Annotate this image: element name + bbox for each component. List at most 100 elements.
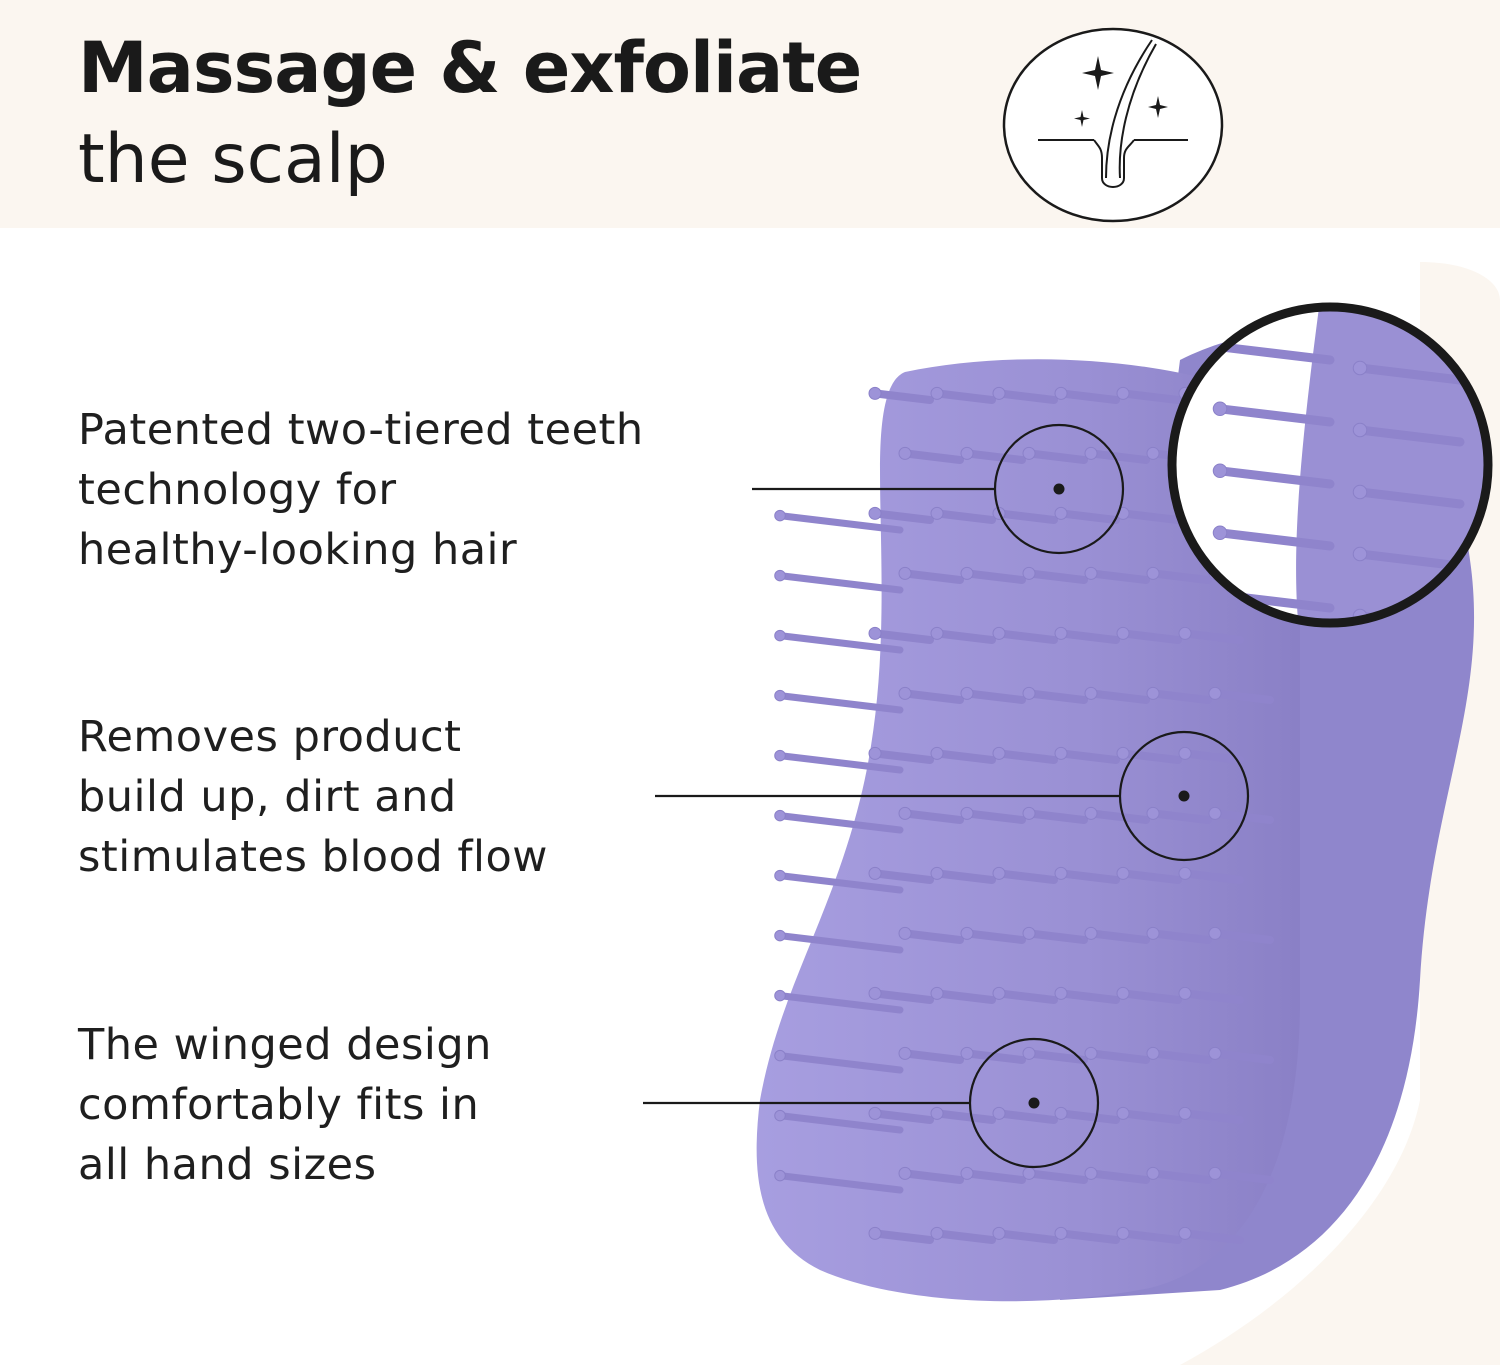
header-band — [0, 0, 1500, 228]
brush-tooth — [776, 1052, 904, 1074]
brush-tooth-tip — [1022, 806, 1036, 820]
hair-follicle-sparkle-icon — [1002, 27, 1224, 223]
brush-tooth-tip — [1022, 1046, 1036, 1060]
brush-tooth-tip — [1084, 926, 1098, 940]
zoom-callout-circle-icon — [1167, 302, 1493, 628]
feature-two-tiered-teeth: Patented two-tiered teeth technology for… — [78, 400, 778, 580]
brush-tooth — [963, 449, 1026, 464]
brush-tooth — [871, 749, 934, 764]
brush-tooth — [871, 509, 934, 524]
brush-tooth — [1215, 404, 1335, 427]
brush-tooth — [1119, 1229, 1182, 1244]
brush-tooth — [1087, 929, 1150, 944]
brush-tooth — [776, 1172, 904, 1194]
brush-tooth — [933, 989, 996, 1004]
brush-tooth — [901, 1169, 964, 1184]
brush-tooth-tip — [1054, 746, 1068, 760]
brush-tooth-tip — [774, 569, 786, 582]
brush-tooth-tip — [960, 446, 974, 460]
brush-tooth-tip — [1146, 566, 1160, 580]
brush-tooth — [776, 632, 904, 654]
brush-tooth — [1181, 629, 1244, 644]
brush-tooth — [1025, 569, 1088, 584]
brush-tooth — [901, 1049, 964, 1064]
brush-tooth — [933, 629, 996, 644]
brush-tooth-tip — [1212, 525, 1228, 541]
brush-tooth-tip — [1116, 986, 1130, 1000]
brush-tooth — [1119, 389, 1182, 404]
brush-tooth — [1025, 689, 1088, 704]
brush-tooth — [1215, 342, 1335, 365]
brush-tooth-tip — [1352, 484, 1368, 500]
brush-tooth — [1181, 869, 1244, 884]
brush-tooth-tip — [1146, 1166, 1160, 1180]
brush-tooth — [901, 449, 964, 464]
brush-tooth — [776, 752, 904, 774]
brush-tooth-tip — [868, 1226, 882, 1240]
brush-tooth — [963, 809, 1026, 824]
brush-tooth — [1149, 1049, 1212, 1064]
brush-tooth-tip — [868, 386, 882, 400]
brush-tooth — [1119, 869, 1182, 884]
brush-tooth — [933, 749, 996, 764]
brush-tooth — [963, 569, 1026, 584]
brush-tooth — [1057, 869, 1120, 884]
brush-tooth — [1215, 528, 1335, 551]
brush-tooth — [933, 1109, 996, 1124]
brush-tooth — [1211, 809, 1274, 824]
feature-line: all hand sizes — [78, 1140, 377, 1190]
brush-tooth-tip — [992, 386, 1006, 400]
brush-tooth-tip — [1116, 1106, 1130, 1120]
brush-tooth-tip — [1208, 1046, 1222, 1060]
brush-tooth — [1149, 689, 1212, 704]
brush-teeth — [774, 386, 1274, 1244]
brush-tooth-tip — [1022, 566, 1036, 580]
brush-tooth-tip — [1116, 386, 1130, 400]
brush-tooth-tip — [1352, 422, 1368, 438]
brush-tooth — [1025, 809, 1088, 824]
brush-tooth-tip — [1178, 986, 1192, 1000]
brush-tooth-tip — [1022, 686, 1036, 700]
feature-removes-buildup: Removes product build up, dirt and stimu… — [78, 707, 778, 887]
brush-tooth-tip — [1208, 1166, 1222, 1180]
brush-tooth — [1025, 929, 1088, 944]
brush-tooth-tip — [1116, 746, 1130, 760]
brush-tooth-tip — [774, 929, 786, 942]
brush-tooth-tip — [868, 506, 882, 520]
brush-tooth-tip — [1084, 1166, 1098, 1180]
brush-tooth — [933, 869, 996, 884]
brush-tooth-tip — [930, 1106, 944, 1120]
brush-tooth — [963, 1049, 1026, 1064]
brush-tooth — [1119, 989, 1182, 1004]
brush-tooth — [933, 389, 996, 404]
brush-tooth — [1215, 466, 1335, 489]
brush-tooth-tip — [960, 566, 974, 580]
brush-tooth-tip — [898, 806, 912, 820]
brush-tooth — [1087, 1169, 1150, 1184]
feature-line: healthy-looking hair — [78, 525, 518, 575]
brush-tooth-tip — [1054, 626, 1068, 640]
brush-tooth — [995, 749, 1058, 764]
brush-tooth-tip — [1116, 626, 1130, 640]
brush-tooth-tip — [960, 1166, 974, 1180]
brush-tooth-tip — [1054, 506, 1068, 520]
brush-tooth-tip — [898, 1166, 912, 1180]
brush-tooth-tip — [960, 1046, 974, 1060]
brush-tooth-tip — [1116, 866, 1130, 880]
brush-tooth — [776, 512, 904, 534]
brush-tooth-tip — [992, 1106, 1006, 1120]
brush-tooth-tip — [1178, 866, 1192, 880]
brush-tooth — [1211, 1169, 1274, 1184]
brush-tooth-tip — [1208, 926, 1222, 940]
brush-tooth — [1355, 425, 1465, 447]
brush-tooth — [1025, 1049, 1088, 1064]
brush-tooth — [1119, 1109, 1182, 1124]
brush-tooth — [776, 932, 904, 954]
brush-tooth — [776, 992, 904, 1014]
brush-tooth-tip — [774, 1049, 786, 1062]
brush-tooth — [1057, 629, 1120, 644]
brush-tooth-tip — [960, 806, 974, 820]
brush-tooth-tip — [1084, 566, 1098, 580]
brush-tooth-tip — [992, 626, 1006, 640]
